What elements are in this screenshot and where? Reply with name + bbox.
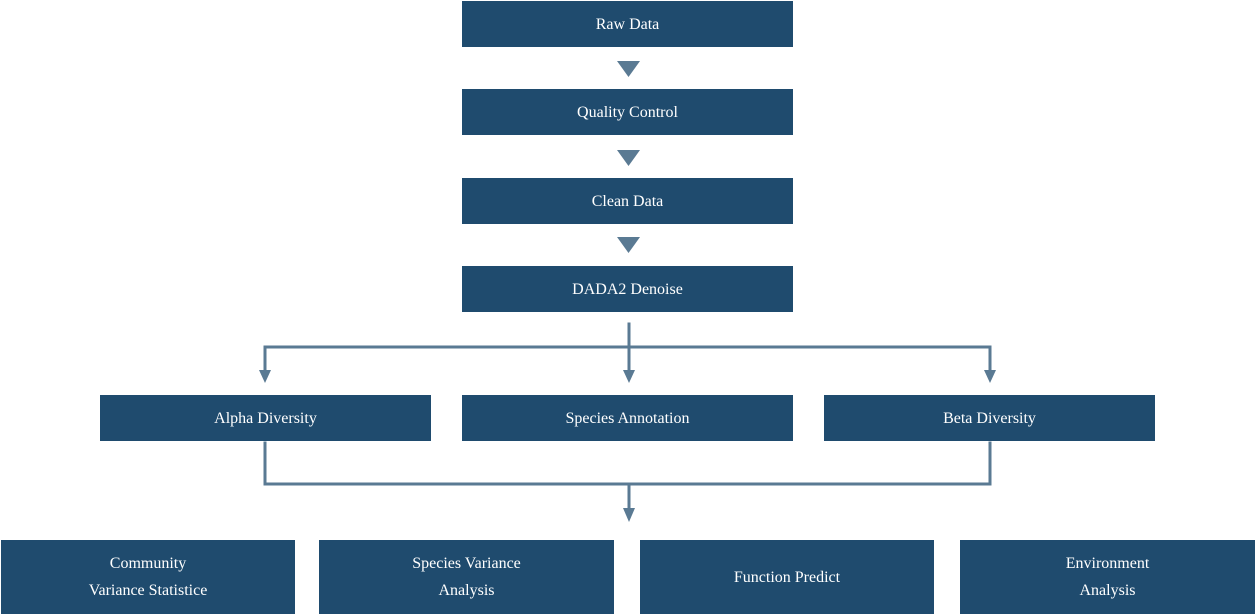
raw-data-label: Raw Data	[595, 15, 660, 33]
species-variance-label: Species Variance Analysis	[412, 555, 521, 599]
arrowhead-to-outputs	[623, 508, 635, 522]
clean-data-box: Clean Data	[462, 178, 793, 224]
beta-diversity-label: Beta Diversity	[943, 409, 1036, 427]
species-annotation-box: Species Annotation	[462, 395, 793, 441]
arrow-raw-to-qc	[617, 61, 640, 77]
community-variance-label: Community Variance Statistice	[88, 555, 208, 599]
environment-analysis-box: Environment Analysis	[960, 540, 1255, 614]
species-annotation-label: Species Annotation	[565, 409, 690, 427]
clean-data-label: Clean Data	[591, 192, 664, 210]
quality-control-box: Quality Control	[462, 89, 793, 135]
arrow-clean-to-dada2	[617, 237, 640, 253]
function-predict-label: Function Predict	[733, 568, 841, 586]
arrow-qc-to-clean	[617, 150, 640, 166]
alpha-diversity-label: Alpha Diversity	[214, 409, 317, 427]
raw-data-box: Raw Data	[462, 1, 793, 47]
species-variance-box: Species Variance Analysis	[319, 540, 614, 614]
dada2-denoise-label: DADA2 Denoise	[572, 280, 683, 298]
arrowhead-to-species	[623, 370, 635, 383]
dada2-denoise-box: DADA2 Denoise	[462, 266, 793, 312]
arrowhead-to-alpha	[259, 370, 271, 383]
function-predict-box: Function Predict	[640, 540, 934, 614]
environment-analysis-label: Environment Analysis	[1065, 555, 1150, 599]
alpha-diversity-box: Alpha Diversity	[100, 395, 431, 441]
beta-diversity-box: Beta Diversity	[824, 395, 1155, 441]
community-variance-box: Community Variance Statistice	[1, 540, 295, 614]
quality-control-label: Quality Control	[577, 103, 678, 121]
arrowhead-to-beta	[984, 370, 996, 383]
